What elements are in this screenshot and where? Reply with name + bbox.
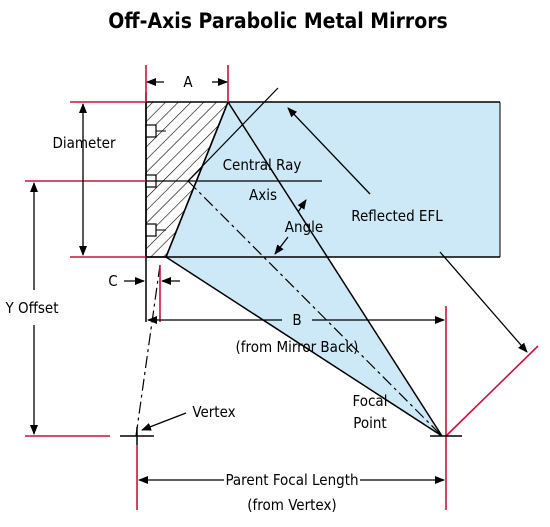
parent-axis-line bbox=[135, 264, 161, 437]
mount-tab-bottom bbox=[145, 223, 157, 237]
reflected-efl-leader bbox=[287, 107, 371, 195]
label-vertex: Vertex bbox=[192, 403, 235, 421]
label-b: B bbox=[292, 311, 301, 329]
angle-arrow-upper bbox=[297, 199, 307, 213]
label-point: Point bbox=[353, 414, 386, 432]
reflected-ray-bottom bbox=[165, 256, 443, 437]
label-parent-focal-length: Parent Focal Length bbox=[225, 471, 358, 489]
red-guides bbox=[25, 65, 539, 510]
label-pfl-sub: (from Vertex) bbox=[247, 496, 336, 514]
label-diameter: Diameter bbox=[52, 134, 115, 152]
label-y-offset: Y Offset bbox=[4, 299, 58, 317]
vertex-marker bbox=[120, 427, 154, 445]
label-a: A bbox=[183, 73, 193, 91]
angle-arrow-lower bbox=[274, 236, 289, 255]
reflected-efl-line bbox=[439, 251, 528, 353]
label-c: C bbox=[108, 272, 117, 290]
label-focal: Focal bbox=[353, 392, 388, 410]
converging-beam bbox=[166, 102, 442, 436]
reflected-ray-top bbox=[227, 101, 443, 437]
vertex-leader bbox=[141, 412, 187, 431]
diagram-title: Off-Axis Parabolic Metal Mirrors bbox=[108, 9, 448, 33]
label-angle: Angle bbox=[285, 218, 323, 236]
central-reflected-ray bbox=[187, 180, 443, 437]
label-central-ray: Central Ray bbox=[223, 156, 302, 174]
mount-tab-top bbox=[145, 124, 157, 138]
parabolic-surface bbox=[165, 101, 229, 258]
label-reflected-efl: Reflected EFL bbox=[351, 207, 443, 225]
angle-reference-line bbox=[187, 87, 279, 182]
label-axis: Axis bbox=[249, 186, 277, 204]
label-b-sub: (from Mirror Back) bbox=[236, 338, 359, 356]
